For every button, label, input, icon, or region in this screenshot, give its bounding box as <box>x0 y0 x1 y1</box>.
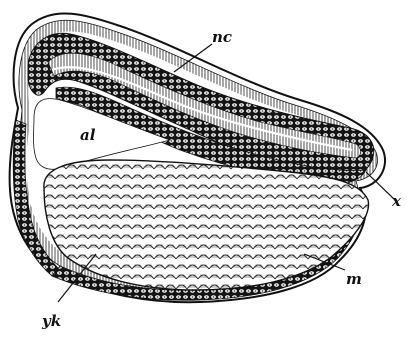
label-x: x <box>391 192 402 210</box>
label-al: al <box>80 126 96 144</box>
label-yk: yk <box>41 312 61 330</box>
label-m: m <box>346 270 362 288</box>
label-nc: nc <box>212 28 232 46</box>
